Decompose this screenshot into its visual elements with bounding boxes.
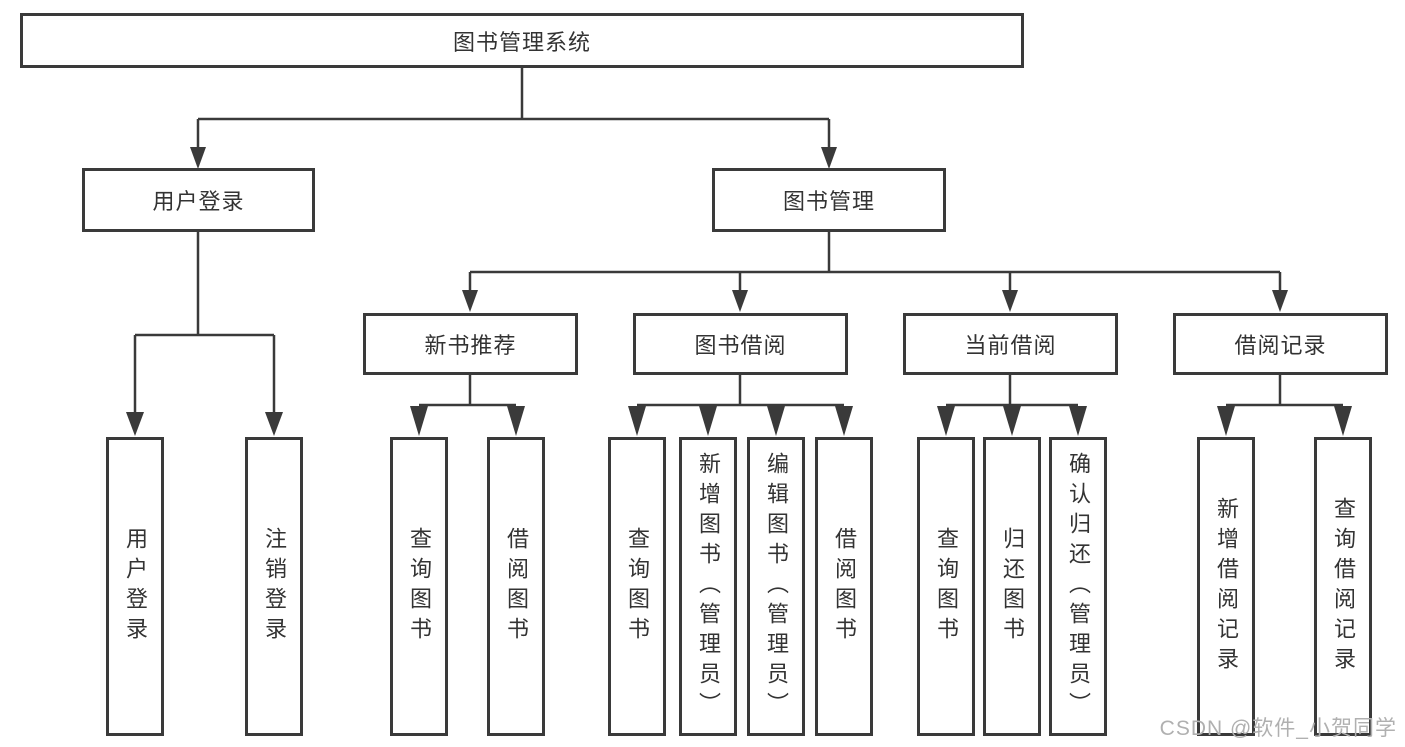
node-new-book-recommend: 新书推荐 xyxy=(363,313,578,375)
leaf-query-books-recommend: 查询图书 xyxy=(390,437,448,736)
node-book-borrow: 图书借阅 xyxy=(633,313,848,375)
leaf-add-borrow-record: 新增借阅记录 xyxy=(1197,437,1255,736)
leaf-add-books-admin: 新增图书（管理员） xyxy=(679,437,737,736)
node-borrow-records: 借阅记录 xyxy=(1173,313,1388,375)
node-book-management: 图书管理 xyxy=(712,168,946,232)
leaf-borrow-books-recommend: 借阅图书 xyxy=(487,437,545,736)
leaf-confirm-return-admin: 确认归还（管理员） xyxy=(1049,437,1107,736)
node-user-login: 用户登录 xyxy=(82,168,315,232)
leaf-query-books-current: 查询图书 xyxy=(917,437,975,736)
csdn-watermark: CSDN @软件_小贺同学 xyxy=(1159,717,1397,740)
leaf-query-borrow-record: 查询借阅记录 xyxy=(1314,437,1372,736)
leaf-edit-books-admin: 编辑图书（管理员） xyxy=(747,437,805,736)
leaf-logout: 注销登录 xyxy=(245,437,303,736)
leaf-return-books: 归还图书 xyxy=(983,437,1041,736)
node-root: 图书管理系统 xyxy=(20,13,1024,68)
leaf-user-login: 用户登录 xyxy=(106,437,164,736)
leaf-borrow-books: 借阅图书 xyxy=(815,437,873,736)
leaf-query-books-borrow: 查询图书 xyxy=(608,437,666,736)
node-current-borrow: 当前借阅 xyxy=(903,313,1118,375)
